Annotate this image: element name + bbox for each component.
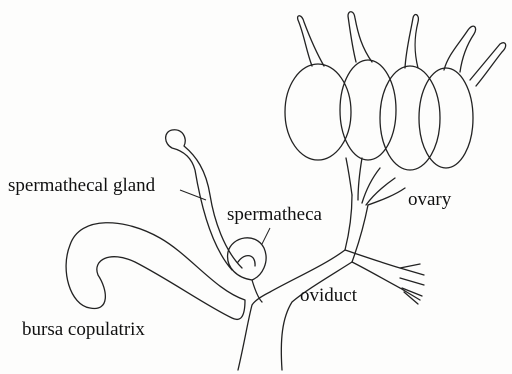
label-oviduct: oviduct bbox=[300, 286, 357, 305]
oviduct-fringe bbox=[400, 268, 424, 304]
spermatheca-duct bbox=[252, 280, 262, 302]
common-duct-edge bbox=[281, 262, 352, 370]
bursa-copulatrix-shape bbox=[66, 223, 245, 320]
label-ovary: ovary bbox=[408, 190, 451, 209]
oviduct-right bbox=[345, 250, 420, 268]
label-spermatheca: spermatheca bbox=[227, 205, 322, 224]
ovary-lobe-2 bbox=[340, 60, 396, 160]
ovary-lobe-3 bbox=[380, 66, 440, 170]
ovary-lobe-4 bbox=[419, 68, 473, 168]
common-duct bbox=[238, 250, 345, 370]
spermatheca-shape bbox=[228, 238, 267, 280]
leader-spermathecal-gland bbox=[180, 190, 206, 200]
spermatheca-inner bbox=[238, 256, 255, 266]
ovary-lobe-1 bbox=[285, 64, 351, 160]
leader-spermatheca bbox=[262, 228, 270, 244]
label-bursa-copulatrix: bursa copulatrix bbox=[22, 320, 145, 339]
terminal-filaments bbox=[298, 12, 506, 86]
ovary-stalk bbox=[345, 195, 368, 262]
spermathecal-gland-shape bbox=[166, 130, 242, 270]
label-spermathecal-gland: spermathecal gland bbox=[8, 176, 155, 195]
